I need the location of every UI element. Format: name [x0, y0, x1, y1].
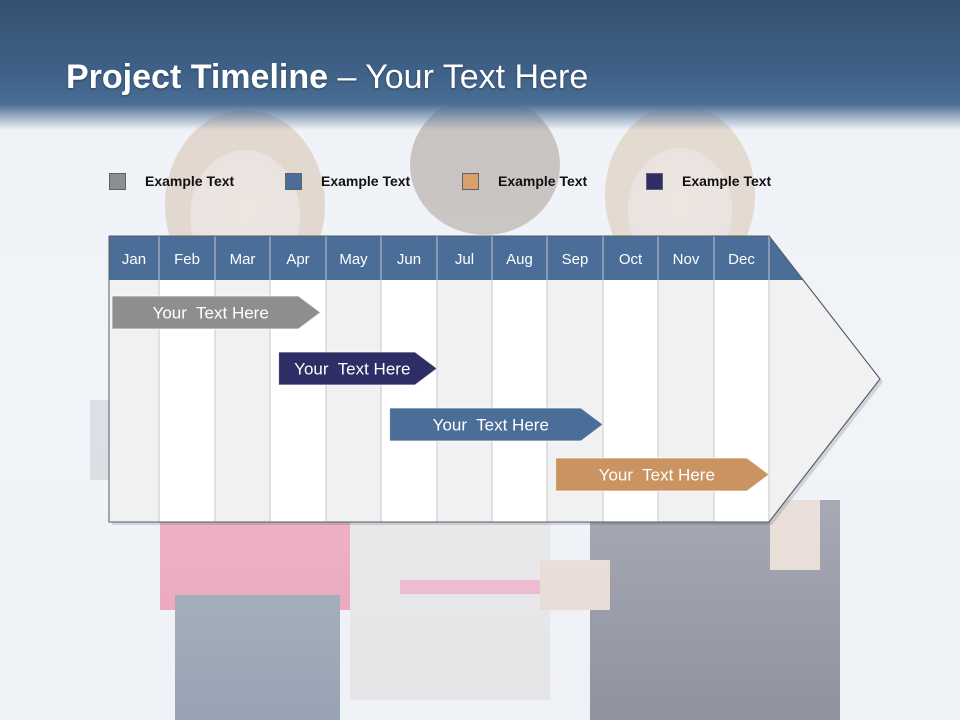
legend-label: Example Text [321, 173, 411, 189]
task-label: Your Text Here [433, 416, 549, 435]
month-header-cell [437, 236, 492, 280]
title-rest: – Your Text Here [328, 58, 589, 96]
task-bar [389, 407, 604, 442]
month-label: Dec [728, 251, 755, 268]
month-header-cell [159, 236, 215, 280]
month-label: Nov [673, 251, 700, 268]
legend-label: Example Text [145, 173, 235, 189]
month-header-cell [547, 236, 603, 280]
legend-item-1: Example Text [109, 170, 234, 192]
month-column [381, 280, 437, 522]
legend-item-4: Example Text [646, 170, 771, 192]
month-column [437, 280, 492, 522]
task-bar [111, 295, 322, 330]
month-header-cell [270, 236, 326, 280]
month-header-cell [215, 236, 270, 280]
task-bar [278, 351, 438, 386]
month-header-cell [714, 236, 769, 280]
month-header-cell [603, 236, 658, 280]
month-header-cell [109, 236, 159, 280]
month-label: May [339, 251, 368, 268]
header-band [0, 0, 960, 130]
month-label: Jan [122, 251, 146, 268]
month-label: Jul [455, 251, 474, 268]
timeline-outline [108, 235, 881, 523]
month-label: Jun [397, 251, 421, 268]
month-header-cell [326, 236, 381, 280]
month-column [492, 280, 547, 522]
task-label: Your Text Here [599, 466, 715, 485]
legend-swatch-tan [462, 172, 479, 190]
legend-swatch-grey [109, 172, 126, 190]
legend-item-3: Example Text [462, 170, 587, 192]
month-label: Feb [174, 251, 200, 268]
month-label: Sep [562, 251, 589, 268]
month-label: Mar [230, 251, 256, 268]
legend-item-2: Example Text [285, 170, 410, 192]
task-label: Your Text Here [153, 304, 269, 323]
task-bar [555, 457, 770, 492]
month-header-cell [658, 236, 714, 280]
month-header-cell [381, 236, 437, 280]
month-label: Aug [506, 251, 533, 268]
page-title: Project Timeline – Your Text Here [66, 58, 588, 97]
month-header-cell [492, 236, 547, 280]
legend-label: Example Text [682, 173, 772, 189]
legend-label: Example Text [498, 173, 588, 189]
month-column [326, 280, 381, 522]
legend-swatch-navy [646, 172, 663, 190]
month-label: Apr [286, 251, 309, 268]
title-bold: Project Timeline [66, 58, 329, 96]
legend-swatch-blue [285, 172, 302, 190]
month-label: Oct [619, 251, 643, 268]
task-label: Your Text Here [294, 360, 410, 379]
